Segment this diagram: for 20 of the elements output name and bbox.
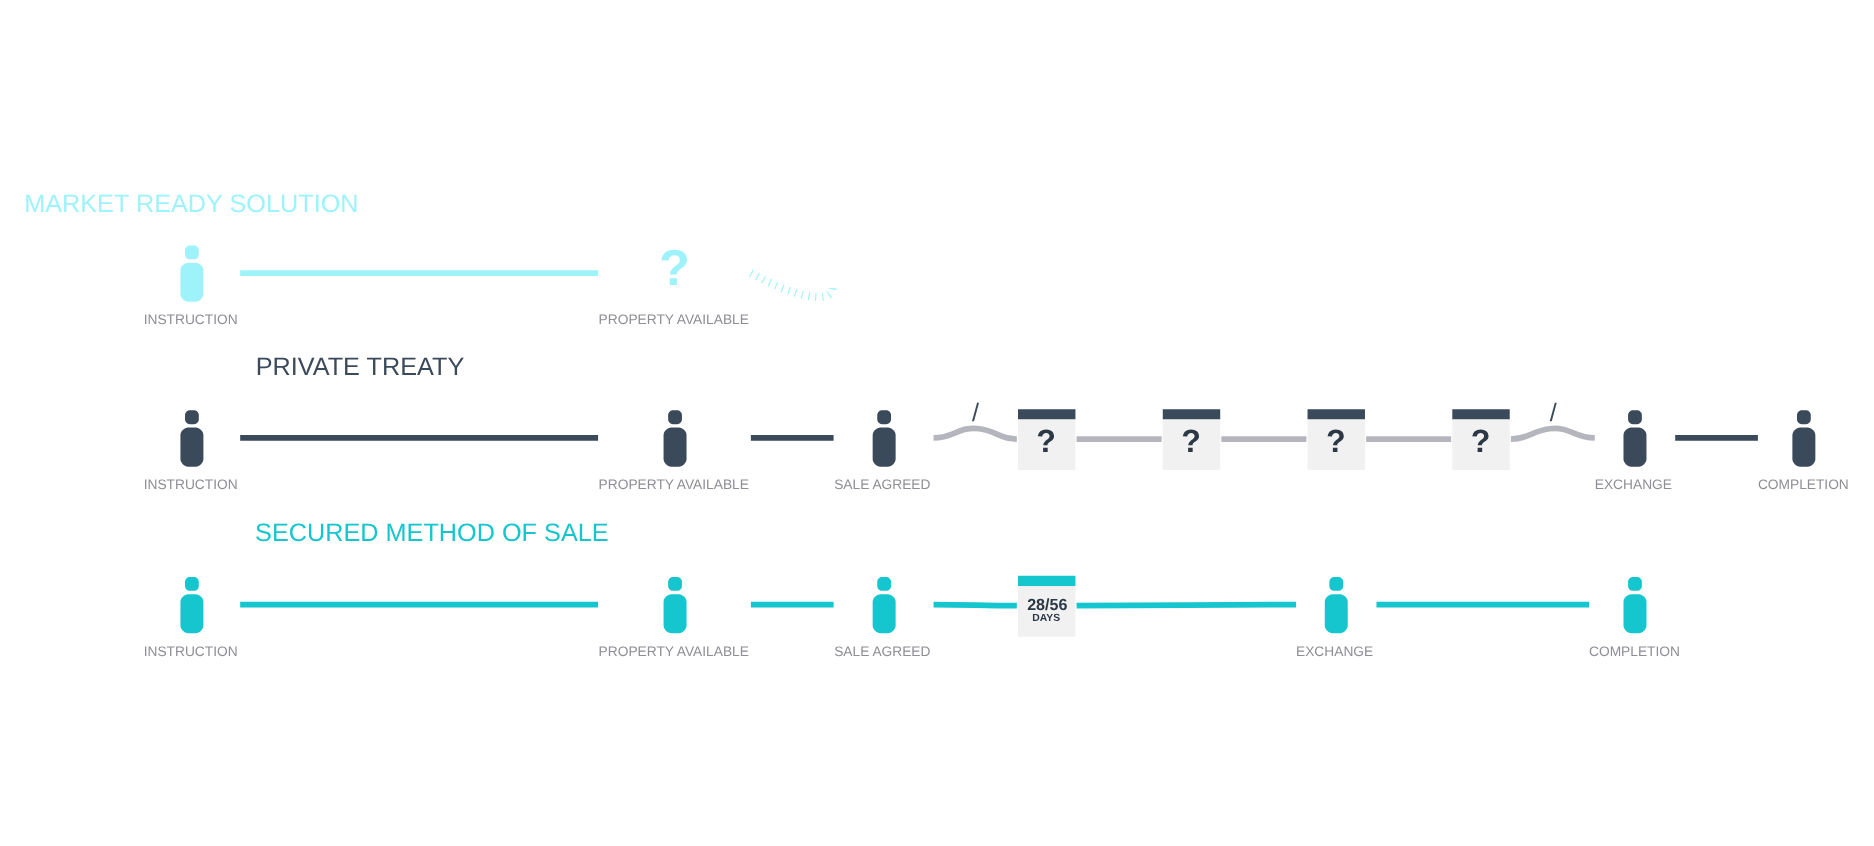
connector: [1076, 601, 1297, 609]
edge-label: /: [971, 399, 980, 428]
connector: [240, 435, 599, 441]
connector: [750, 601, 834, 608]
connector: [1366, 436, 1452, 442]
label: SECURED METHOD OF SALE: [255, 519, 609, 548]
connector: [933, 601, 1017, 609]
edge-label: /: [1549, 399, 1557, 428]
connector: [1510, 425, 1595, 442]
connector: [1376, 601, 1589, 608]
connector: [748, 269, 837, 301]
connector: [1221, 436, 1307, 442]
label: PRIVATE TREATY: [255, 352, 465, 381]
connector: [240, 601, 599, 608]
connector: [933, 425, 1017, 442]
connector: [1076, 436, 1162, 442]
label: MARKET READY SOLUTION: [24, 189, 359, 218]
connector: [1675, 435, 1758, 441]
connector: [750, 435, 834, 441]
connector: [240, 270, 599, 276]
